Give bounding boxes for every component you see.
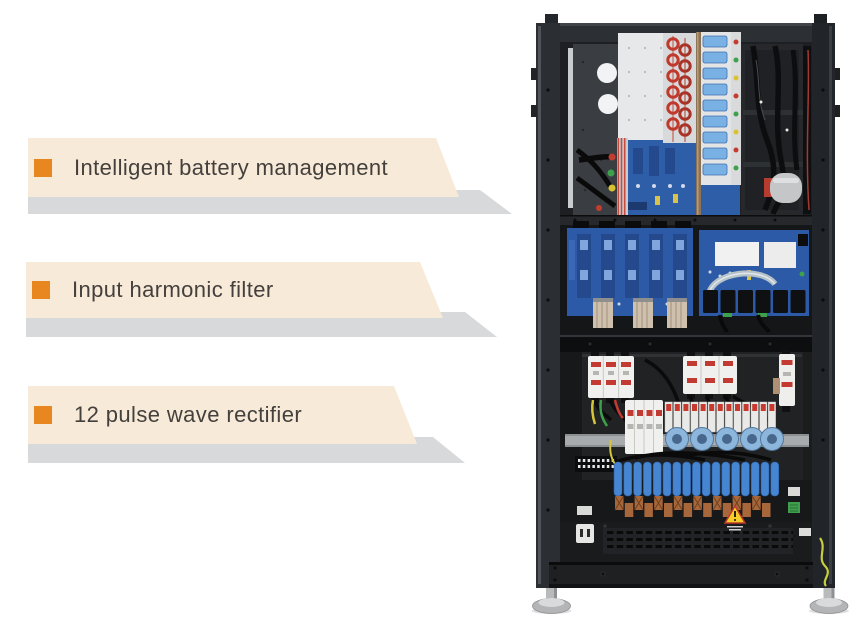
breaker-bay xyxy=(560,350,812,480)
feature-label: Input harmonic filter xyxy=(72,277,274,302)
middle-shelf xyxy=(560,215,812,225)
warning-triangle-icon xyxy=(723,504,747,531)
bay-divider xyxy=(560,335,812,352)
bottom-panel xyxy=(560,487,812,562)
ground-wire xyxy=(819,537,829,587)
upper-bay xyxy=(560,32,812,222)
relay-caps xyxy=(665,427,784,451)
circuit-breaker-group xyxy=(588,352,634,403)
terminal-row xyxy=(664,401,776,433)
leveling-feet xyxy=(531,588,849,614)
orange-square-bullet-icon xyxy=(34,406,52,424)
callout-banner: 12 pulse wave rectifier xyxy=(28,386,417,444)
control-pcbs xyxy=(560,221,812,335)
feature-label: Intelligent battery management xyxy=(74,154,389,180)
orange-square-bullet-icon xyxy=(32,281,50,299)
callout-banner: Intelligent battery management xyxy=(28,138,459,197)
surge-protector xyxy=(625,400,663,454)
ups-cabinet-photo xyxy=(531,14,849,614)
copper-busbar-clamps xyxy=(614,495,771,517)
single-breaker xyxy=(773,350,795,412)
dc-capacitor-bank xyxy=(609,439,780,517)
circuit-breaker-group xyxy=(683,352,737,399)
callout-banner: Input harmonic filter xyxy=(26,262,443,318)
feature-label: 12 pulse wave rectifier xyxy=(74,402,303,427)
base-bar xyxy=(549,562,813,588)
orange-square-bullet-icon xyxy=(34,159,52,177)
